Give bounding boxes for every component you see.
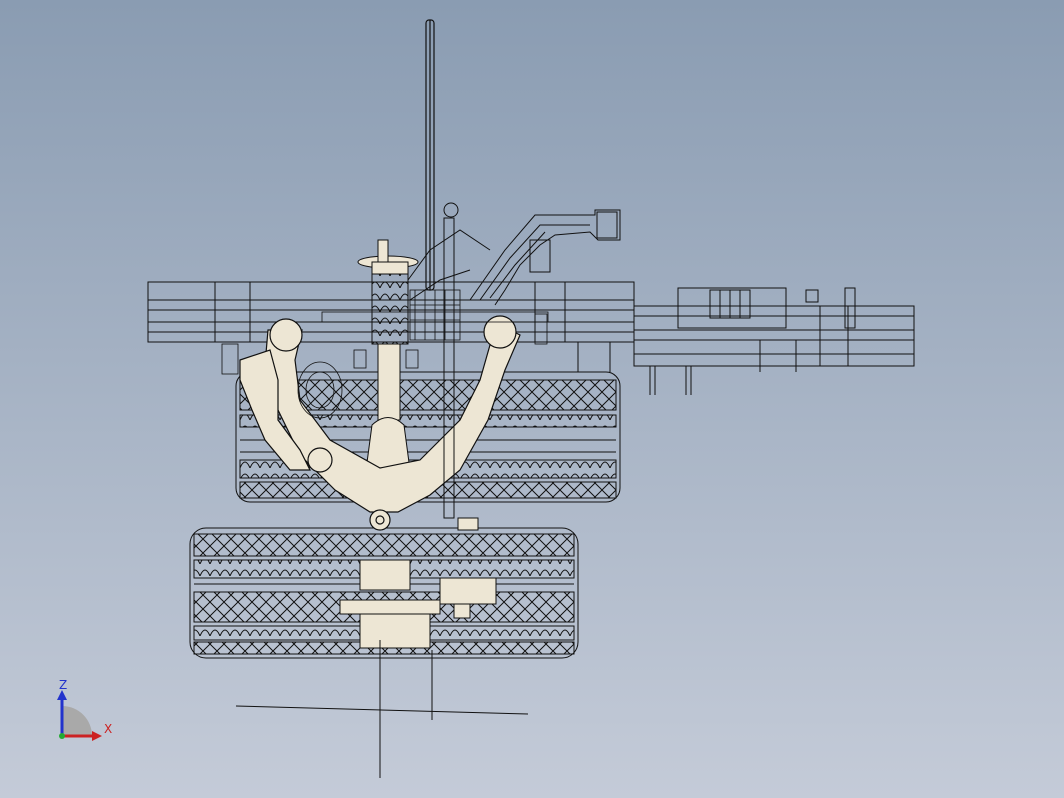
- hub-assembly: [339, 559, 497, 649]
- triad-graphic: [57, 690, 102, 741]
- tie-rod: [407, 202, 491, 531]
- triad-plane-quadrant: [62, 706, 92, 736]
- reference-lines: [235, 640, 529, 778]
- control-arm: [239, 315, 521, 531]
- x-axis-label: X: [104, 722, 113, 736]
- upper-bracket: [469, 209, 621, 306]
- z-axis-label: Z: [59, 678, 68, 692]
- triad-origin: [59, 733, 65, 739]
- strut-assembly: [357, 239, 419, 471]
- linkage-wireframe: [221, 289, 549, 419]
- axis-triad: Z X: [48, 672, 128, 752]
